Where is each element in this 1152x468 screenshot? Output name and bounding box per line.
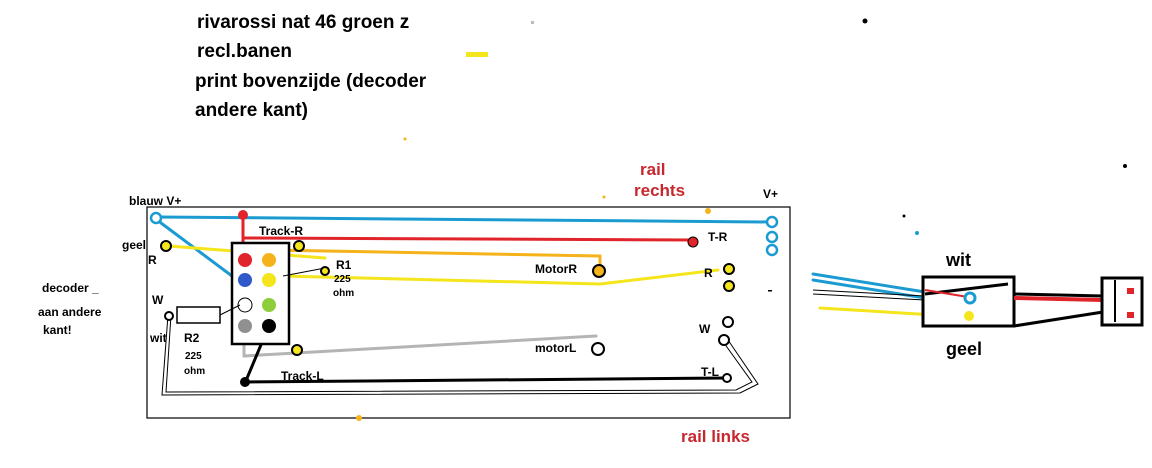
v-plus-pads-right (765, 215, 779, 257)
rail-links-label: rail links (681, 427, 750, 446)
t-l-label: T-L (701, 365, 719, 379)
r1-label: R1 (336, 258, 352, 272)
r-right-label: R (704, 266, 713, 280)
v-plus-pad-left (149, 211, 163, 225)
w-right-label: W (699, 322, 711, 336)
t-r-pad (687, 236, 699, 248)
title-line-3: print bovenzijde (decoder (195, 71, 427, 92)
r2-unit: ohm (184, 366, 206, 377)
decoder-note-1: decoder _ (42, 281, 99, 295)
rail-rechts-label-1: rail (640, 160, 666, 179)
plug-geel-label: geel (946, 339, 983, 359)
motor-r-label: MotorR (535, 262, 577, 276)
r2-value: 225 (185, 351, 202, 362)
resistor-r2 (176, 306, 221, 324)
decoder-note-2: aan andere (38, 305, 102, 319)
motor-l-label: motorL (535, 341, 577, 355)
r-left-label: R (148, 253, 157, 267)
red-top-dot (238, 210, 248, 220)
track-l-pad-black (240, 377, 250, 387)
external-plug (921, 275, 1144, 328)
r1-value: 225 (334, 274, 351, 285)
decoder-note-3: kant! (43, 323, 72, 337)
r1-lead (282, 267, 326, 277)
circuit-board (146, 206, 791, 419)
r2-label: R2 (184, 331, 200, 345)
connector-pins (237, 253, 276, 333)
plug-wit-label: wit (946, 250, 971, 270)
geel-label: geel (122, 238, 147, 252)
title-line-2: recl.banen (197, 41, 293, 62)
track-l-label: Track-L (281, 369, 324, 383)
w-left-label: W (152, 293, 164, 307)
blauw-v-plus-label: blauw V+ (129, 194, 182, 208)
board-pads (160, 240, 735, 383)
rail-rechts-label-2: rechts (634, 181, 686, 200)
stray-marks (356, 18, 1127, 421)
title-line-4: andere kant) (195, 100, 308, 121)
t-r-label: T-R (708, 230, 728, 244)
wit-left-label: wit (150, 331, 167, 345)
r1-unit: ohm (333, 288, 355, 299)
track-r-label: Track-R (259, 224, 304, 238)
white-wit-wires (161, 289, 926, 396)
v-plus-right-label: V+ (763, 187, 779, 201)
r2-lead (219, 304, 241, 316)
title-line-1: rivarossi nat 46 groen z (197, 12, 410, 33)
